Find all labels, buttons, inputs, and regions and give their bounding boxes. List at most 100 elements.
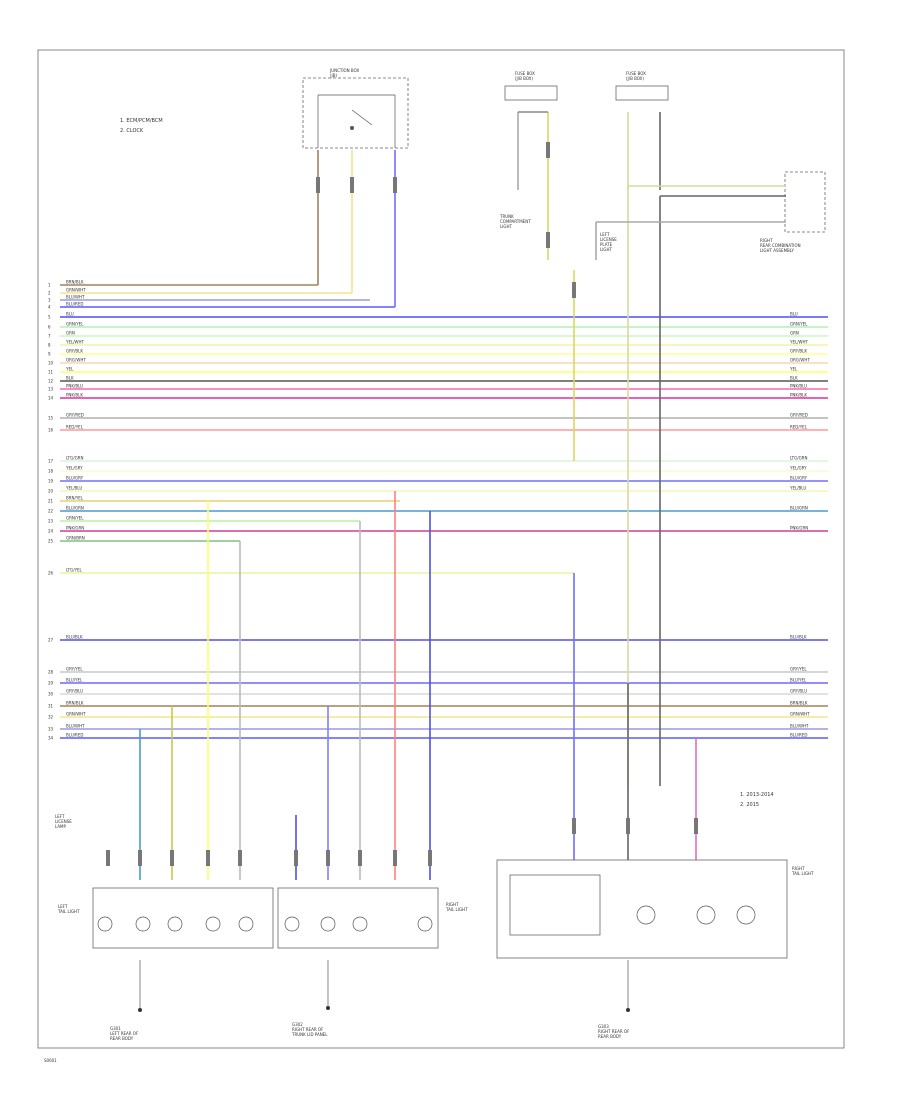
wire-label-left: PNK/BLU bbox=[66, 384, 83, 389]
wire-label-left: GRN/WHT bbox=[66, 288, 86, 293]
connector-block bbox=[170, 850, 174, 866]
wire-pin-number: 5 bbox=[48, 315, 51, 320]
wire-label-right: YEL/BLU bbox=[789, 486, 806, 491]
wire-pin-number: 6 bbox=[48, 325, 51, 330]
wire-pin-number: 29 bbox=[48, 681, 54, 686]
wire-label-left: PNK/BLK bbox=[66, 393, 83, 398]
fuse-box-1: FUSE BOX(J/B BOX) bbox=[504, 71, 558, 101]
connector-block bbox=[393, 850, 397, 866]
wire-pin-number: 3 bbox=[48, 298, 51, 303]
wire-pin-number: 12 bbox=[48, 379, 54, 384]
legend-bottom: 1. 2013-2014 2. 2015 bbox=[740, 792, 774, 808]
connector-block bbox=[428, 850, 432, 866]
wire-pin-number: 25 bbox=[48, 539, 54, 544]
connector-block bbox=[393, 177, 397, 193]
wire-label-left: GRN/BRN bbox=[66, 536, 85, 541]
wire-label-right: GRY/BLK bbox=[790, 349, 807, 354]
wire-label-right: BLU/RED bbox=[790, 733, 807, 738]
wire-label-left: BLU/GRY bbox=[66, 476, 84, 481]
connector-block bbox=[206, 850, 210, 866]
legend-top: 1. ECM/PCM/BCM 2. CLOCK bbox=[120, 118, 163, 134]
wire-label-left: GRN/YEL bbox=[66, 322, 84, 327]
wire-label-left: YEL/BLU bbox=[65, 486, 82, 491]
wire-label-left: GRY/YEL bbox=[66, 667, 83, 672]
connector-block bbox=[694, 818, 698, 834]
wire-drops bbox=[106, 111, 786, 880]
wire-label-left: LTG/YEL bbox=[66, 568, 83, 573]
wire-label-right: GRN/WHT bbox=[790, 712, 810, 717]
wire-pin-number: 21 bbox=[48, 499, 54, 504]
wire-label-left: RED/YEL bbox=[66, 425, 84, 430]
connector-block bbox=[572, 818, 576, 834]
wire-pin-number: 23 bbox=[48, 519, 54, 524]
wire-label-right: GRY/YEL bbox=[790, 667, 807, 672]
wire-label-right: RED/YEL bbox=[790, 425, 808, 430]
wire-pin-number: 9 bbox=[48, 352, 51, 357]
wire-label-right: ORG/WHT bbox=[790, 358, 810, 363]
wire-label-right: LTG/GRN bbox=[790, 456, 807, 461]
wire-pin-number: 7 bbox=[48, 334, 51, 339]
wire-label-right: BLU/GRY bbox=[790, 476, 808, 481]
wire-pin-number: 14 bbox=[48, 396, 54, 401]
wire-label-left: BRN/BLK bbox=[66, 280, 84, 285]
wire-label-left: BRN/BLK bbox=[66, 701, 84, 706]
wire-pin-number: 28 bbox=[48, 670, 54, 675]
wire-label-left: GRN bbox=[66, 331, 75, 336]
connector-block bbox=[294, 850, 298, 866]
legend-bottom-item-1: 1. 2013-2014 bbox=[740, 792, 774, 798]
connector-block bbox=[546, 142, 550, 158]
rear-junction-label: JUNCTION BOX(JB) bbox=[329, 68, 359, 78]
wire-label-left: GRY/BLK bbox=[66, 349, 83, 354]
wire-label-right: GRN bbox=[790, 331, 799, 336]
wire-pin-number: 27 bbox=[48, 638, 54, 643]
wire-label-left: ORG/WHT bbox=[66, 358, 86, 363]
wire-label-left: BLU bbox=[66, 312, 74, 317]
diagram-frame bbox=[37, 49, 845, 1049]
connector-block bbox=[358, 850, 362, 866]
connector-block bbox=[572, 282, 576, 298]
wire-label-right: GRY/BLU bbox=[790, 689, 807, 694]
wire-pin-number: 4 bbox=[48, 305, 51, 310]
diagram-corner-label: S0601 bbox=[44, 1058, 57, 1063]
wire-label-left: BLU/YEL bbox=[66, 678, 83, 683]
wire-label-right: BRN/BLK bbox=[790, 701, 808, 706]
wire-pin-number: 33 bbox=[48, 727, 54, 732]
wire-pin-number: 10 bbox=[48, 361, 54, 366]
wire-label-left: GRY/BLU bbox=[66, 689, 83, 694]
legend-bottom-item-2: 2. 2015 bbox=[740, 802, 759, 808]
wire-label-right: GRN/YEL bbox=[790, 322, 808, 327]
wire-pin-number: 32 bbox=[48, 715, 54, 720]
fuse-box-2: FUSE BOX(J/B BOX) bbox=[615, 71, 669, 101]
rear-junction-box: JUNCTION BOX(JB) bbox=[302, 68, 409, 149]
wire-label-left: PNK/GRN bbox=[66, 526, 84, 531]
legend-top-item-1: 1. ECM/PCM/BCM bbox=[120, 118, 163, 124]
connector-block bbox=[106, 850, 110, 866]
wire-label-left: BLU/GRN bbox=[66, 506, 84, 511]
wire-label-right: BLU/BLK bbox=[790, 635, 807, 640]
fuse-box-2-label: FUSE BOX(J/B BOX) bbox=[626, 71, 646, 81]
wire-pin-number: 16 bbox=[48, 428, 54, 433]
wire-label-left: GRY/RED bbox=[66, 413, 84, 418]
wire-pin-number: 1 bbox=[48, 283, 51, 288]
wire-pin-number: 22 bbox=[48, 509, 54, 514]
wire-label-left: BLU/WHT bbox=[66, 724, 85, 729]
connector-block bbox=[350, 177, 354, 193]
wire-label-right: BLU bbox=[790, 312, 798, 317]
connector-block bbox=[238, 850, 242, 866]
wire-label-left: GRN/YEL bbox=[66, 516, 84, 521]
wire-label-left: BLU/RED bbox=[66, 302, 83, 307]
wire-label-right: PNK/BLK bbox=[790, 393, 807, 398]
